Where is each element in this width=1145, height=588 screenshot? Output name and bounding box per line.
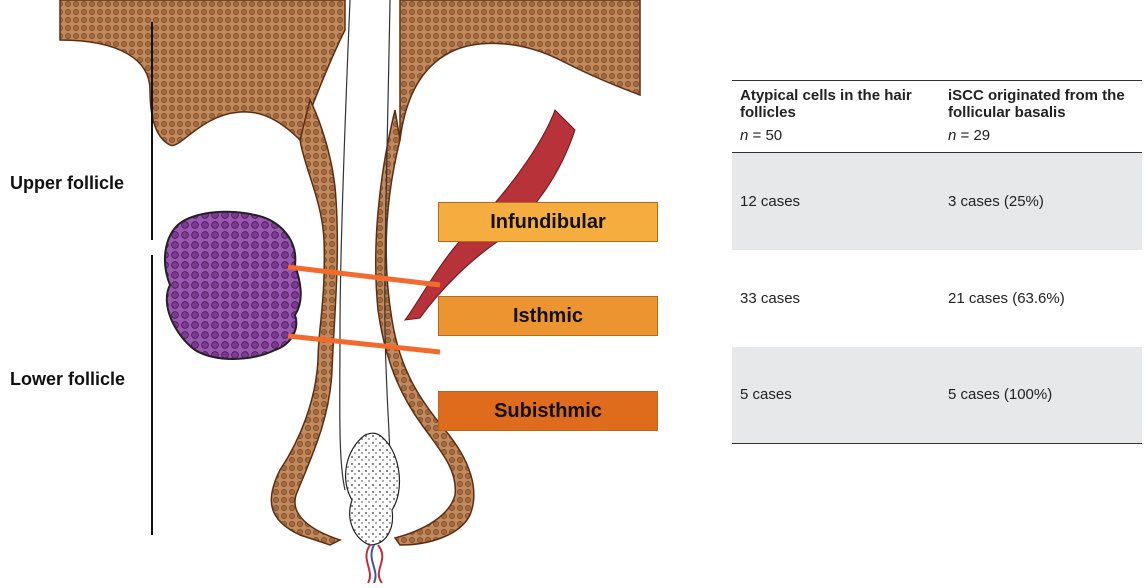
hair-follicle-diagram: Upper follicle Lower follicle Infundibul…: [0, 0, 700, 583]
results-table: Atypical cells in the hair follicles n =…: [732, 80, 1142, 444]
header-n: n = 50: [740, 127, 940, 144]
zone-infundibular: Infundibular: [438, 202, 658, 242]
zone-subisthmic: Subisthmic: [438, 391, 658, 431]
table-row-infundibular: 12 cases 3 cases (25%): [732, 153, 1142, 250]
follicle-illustration: [0, 0, 700, 583]
table-cell: 21 cases (63.6%): [940, 250, 1142, 347]
table-cell: 3 cases (25%): [940, 153, 1142, 250]
epidermis-left: [60, 0, 345, 145]
epidermis-right: [400, 0, 640, 140]
dermal-papilla: [346, 433, 400, 545]
table-row-subisthmic: 5 cases 5 cases (100%): [732, 347, 1142, 444]
upper-follicle-label: Upper follicle: [10, 173, 124, 194]
header-n: n = 29: [948, 127, 1142, 144]
sebaceous-gland: [165, 212, 301, 359]
header-iscc-origin: iSCC originated from the follicular basa…: [940, 81, 1142, 153]
table-cell: 5 cases: [732, 347, 940, 444]
zone-isthmic: Isthmic: [438, 296, 658, 336]
connector-isthmic: [288, 336, 440, 352]
table-row-isthmic: 33 cases 21 cases (63.6%): [732, 250, 1142, 347]
connector-infundibular: [288, 267, 440, 285]
table-cell: 12 cases: [732, 153, 940, 250]
header-atypical-cells: Atypical cells in the hair follicles n =…: [732, 81, 940, 153]
lower-follicle-label: Lower follicle: [10, 369, 125, 390]
table-header-row: Atypical cells in the hair follicles n =…: [732, 81, 1142, 153]
results-table-container: Atypical cells in the hair follicles n =…: [732, 80, 1142, 444]
table-cell: 5 cases (100%): [940, 347, 1142, 444]
header-title: iSCC originated from the follicular basa…: [948, 87, 1125, 121]
header-title: Atypical cells in the hair follicles: [740, 87, 912, 121]
table-cell: 33 cases: [732, 250, 940, 347]
blood-vessels: [366, 545, 382, 583]
